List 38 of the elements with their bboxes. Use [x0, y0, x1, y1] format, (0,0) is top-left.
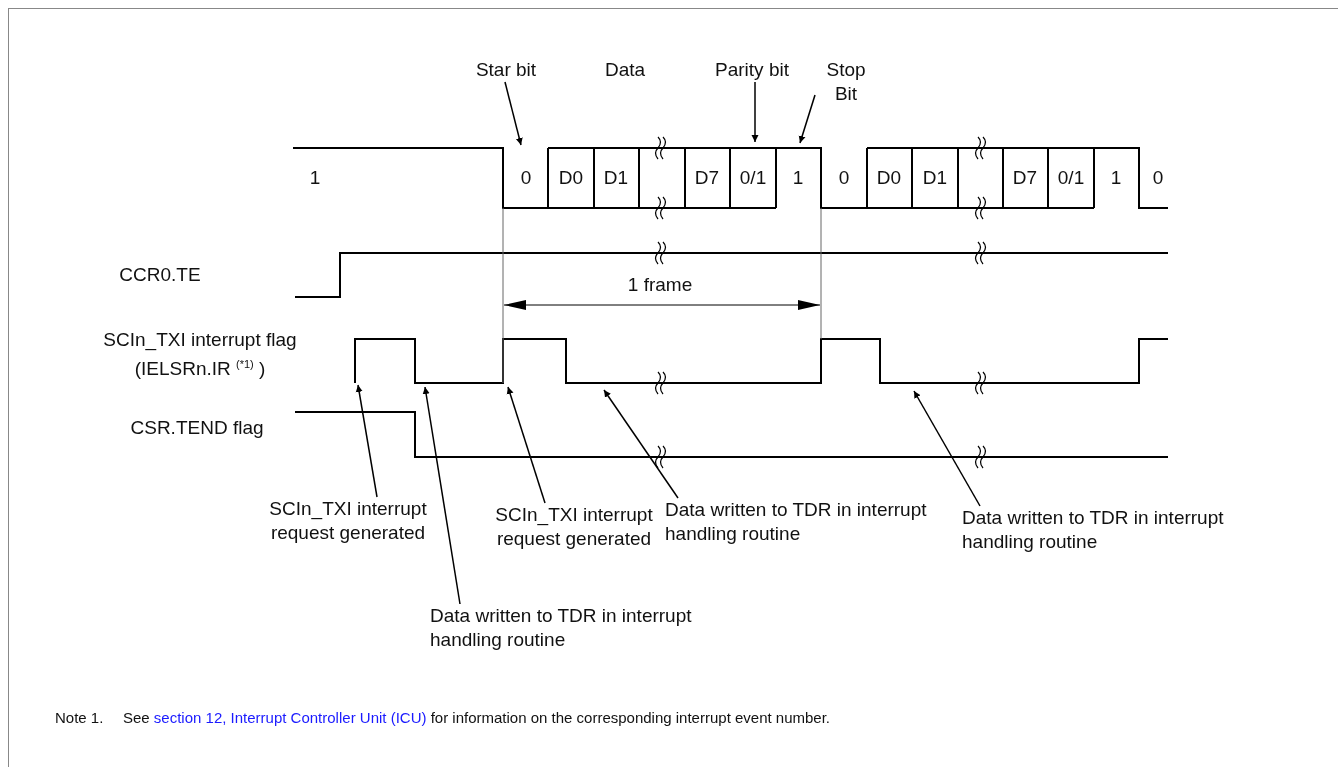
bit-value: 1 [1109, 166, 1123, 190]
field-name: Data [603, 58, 647, 82]
leader-line [603, 389, 679, 499]
note-text: See section 12, Interrupt Controller Unit (ICU) for information on the corresponding interrupt event number. [123, 708, 831, 728]
leader-line [751, 81, 759, 143]
annotation-text: Stop Bit [815, 58, 877, 106]
bit-value: D7 [1011, 166, 1039, 190]
bit-value: 0/1 [1056, 166, 1086, 190]
annotation-text: SCIn_TXI interrupt request generated [258, 497, 438, 545]
bit-value: D7 [693, 166, 721, 190]
note-number: Note 1. [55, 708, 104, 728]
annotation-text: Data written to TDR in interrupt handling routine [962, 506, 1262, 554]
leader-line [506, 386, 546, 504]
signal-name: CSR.TEND flag [129, 416, 265, 440]
leader-line [355, 384, 378, 498]
signal-name: CCR0.TE [118, 263, 202, 287]
bit-value: D1 [602, 166, 630, 190]
dimension-label: 1 frame [626, 273, 694, 297]
leader-line [504, 81, 523, 146]
bit-value: 1 [308, 166, 322, 190]
leader-line [798, 94, 816, 144]
bit-value: D0 [875, 166, 903, 190]
bit-value: 0/1 [738, 166, 768, 190]
annotation-text: Parity bit [714, 58, 790, 82]
annotation-text: Data written to TDR in interrupt handling routine [665, 498, 945, 546]
leader-line [913, 390, 981, 507]
annotation-text: Data written to TDR in interrupt handling routine [430, 604, 710, 652]
bit-value: 0 [519, 166, 533, 190]
bit-value: D1 [921, 166, 949, 190]
bit-value: 0 [1151, 166, 1165, 190]
bit-value: 1 [791, 166, 805, 190]
bit-value: D0 [557, 166, 585, 190]
link: section 12, Interrupt Controller Unit (ICU) [153, 709, 427, 726]
annotation-text: SCIn_TXI interrupt request generated [483, 503, 665, 551]
leader-line [422, 386, 461, 605]
signal-name: SCIn_TXI interrupt flag (IELSRn.IR $^{(*1)}$ ) [102, 328, 298, 382]
annotation-text: Star bit [471, 58, 541, 82]
bit-value: 0 [837, 166, 851, 190]
